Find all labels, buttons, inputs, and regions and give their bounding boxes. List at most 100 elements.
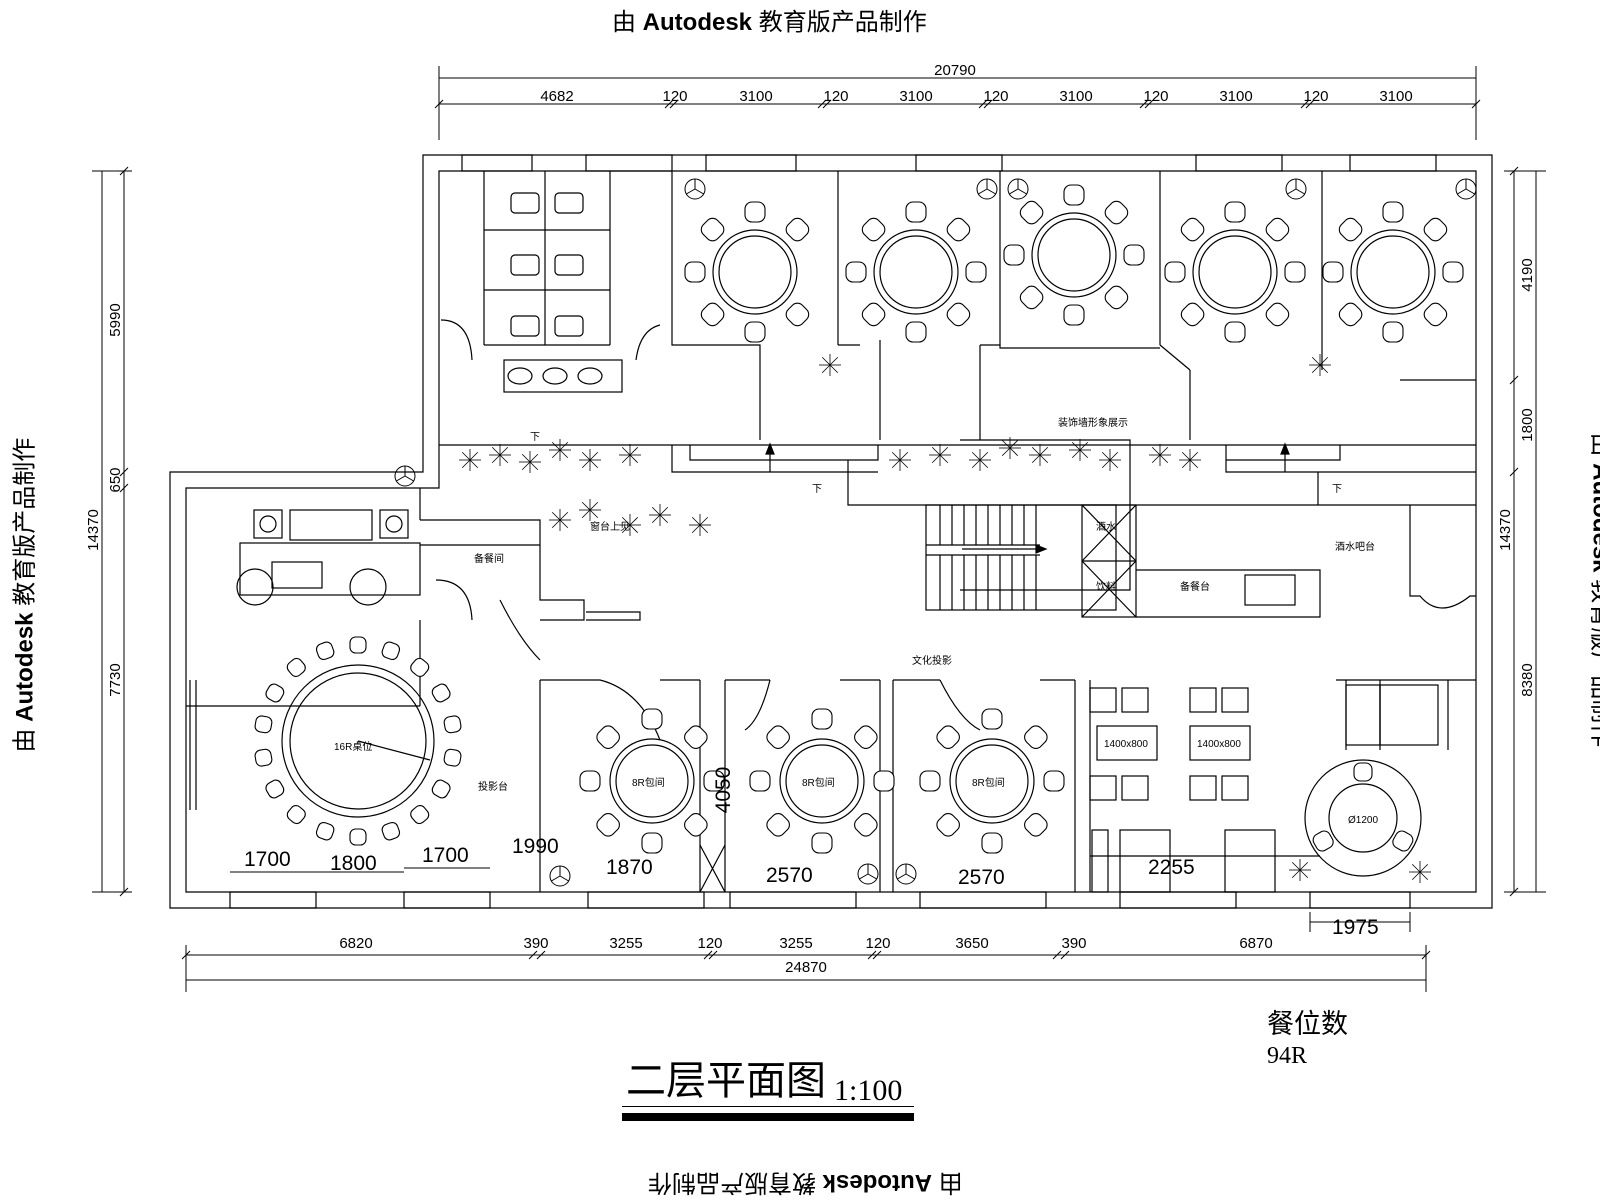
ceiling-fan-blade bbox=[560, 876, 569, 881]
label-culture: 文化投影 bbox=[912, 654, 952, 667]
dim-top-seg: 3100 bbox=[1379, 88, 1412, 105]
chair bbox=[285, 803, 308, 826]
chair bbox=[682, 811, 710, 839]
dim-inner: 2255 bbox=[1148, 856, 1195, 879]
chair bbox=[852, 723, 880, 751]
plant-icon bbox=[552, 512, 560, 520]
plant-icon bbox=[1320, 357, 1328, 365]
dim-inner: 4050 bbox=[712, 767, 735, 814]
plant-icon bbox=[1300, 862, 1308, 870]
chair bbox=[1064, 185, 1084, 205]
label-down: 下 bbox=[812, 484, 822, 495]
ceiling-fan-blade bbox=[551, 876, 560, 881]
plant-icon bbox=[1182, 452, 1190, 460]
dim-left-upper: 5990 bbox=[107, 303, 124, 336]
chair bbox=[783, 300, 811, 328]
round-table bbox=[1351, 230, 1435, 314]
dim-top-seg: 3100 bbox=[1219, 88, 1252, 105]
plant-icon bbox=[1190, 452, 1198, 460]
plant-icon bbox=[1010, 448, 1018, 456]
plant-icon bbox=[552, 520, 560, 528]
chair bbox=[430, 682, 452, 704]
dim-top-seg: 120 bbox=[1303, 88, 1328, 105]
plant-icon bbox=[630, 447, 638, 455]
dim-top-seg: 120 bbox=[983, 88, 1008, 105]
chair bbox=[254, 748, 273, 767]
chair bbox=[745, 202, 765, 222]
plant-icon bbox=[900, 452, 908, 460]
label-r8b: 8R包间 bbox=[802, 776, 835, 789]
plant-icon bbox=[652, 515, 660, 523]
window bbox=[916, 155, 1002, 171]
chair bbox=[920, 771, 940, 791]
chair bbox=[594, 723, 622, 751]
ceiling-fan-blade bbox=[1009, 189, 1018, 194]
plant-icon bbox=[560, 520, 568, 528]
plant-icon bbox=[630, 455, 638, 463]
chair bbox=[859, 300, 887, 328]
chair bbox=[982, 709, 1002, 729]
plant-icon bbox=[492, 447, 500, 455]
dim-left-lower: 7730 bbox=[107, 663, 124, 696]
dim-bottom-seg: 6870 bbox=[1239, 935, 1272, 952]
ceiling-fan-blade bbox=[868, 874, 877, 879]
plant-icon bbox=[500, 455, 508, 463]
plant-icon bbox=[1292, 862, 1300, 870]
window bbox=[1120, 892, 1236, 908]
chair bbox=[1178, 300, 1206, 328]
chair bbox=[1004, 245, 1024, 265]
chair bbox=[682, 723, 710, 751]
plant-icon bbox=[622, 447, 630, 455]
ceiling-fan-blade bbox=[1466, 189, 1475, 194]
chair bbox=[1285, 262, 1305, 282]
dim-bottom-seg: 3255 bbox=[609, 935, 642, 952]
chair bbox=[1064, 305, 1084, 325]
ceiling-fan-blade bbox=[859, 874, 868, 879]
chair bbox=[381, 821, 402, 842]
plant-icon bbox=[590, 510, 598, 518]
chair bbox=[1263, 300, 1291, 328]
dim-bottom-overall: 24870 bbox=[785, 959, 827, 976]
window bbox=[1196, 155, 1282, 171]
plant-icon bbox=[932, 455, 940, 463]
chair bbox=[764, 811, 792, 839]
dim-inner: 1700 bbox=[244, 848, 291, 871]
plant-icon bbox=[1320, 365, 1328, 373]
ceiling-fan-blade bbox=[1296, 189, 1305, 194]
plant-icon bbox=[1102, 460, 1110, 468]
window bbox=[1350, 155, 1436, 171]
plant-icon bbox=[700, 517, 708, 525]
plant-icon bbox=[1312, 357, 1320, 365]
chair bbox=[350, 637, 366, 653]
window bbox=[920, 892, 1046, 908]
chair bbox=[1263, 215, 1291, 243]
dim-top-seg: 120 bbox=[662, 88, 687, 105]
chair bbox=[408, 656, 431, 679]
chair bbox=[1044, 771, 1064, 791]
chair bbox=[1022, 811, 1050, 839]
label-window: 窗台上见 bbox=[590, 520, 630, 533]
chair bbox=[764, 723, 792, 751]
dim-top-seg: 120 bbox=[823, 88, 848, 105]
plant-icon bbox=[560, 450, 568, 458]
dim-bottom-seg: 6820 bbox=[339, 935, 372, 952]
chair bbox=[315, 641, 336, 662]
chair bbox=[430, 778, 452, 800]
plant-icon bbox=[1182, 460, 1190, 468]
chair bbox=[1383, 202, 1403, 222]
dim-bottom-seg: 3650 bbox=[955, 935, 988, 952]
plant-icon bbox=[552, 450, 560, 458]
label-r8a: 8R包间 bbox=[632, 776, 665, 789]
plant-icon bbox=[830, 365, 838, 373]
chair bbox=[1017, 198, 1045, 226]
plant-icon bbox=[492, 455, 500, 463]
chair bbox=[1421, 215, 1449, 243]
plant-icon bbox=[1190, 460, 1198, 468]
dim-bottom-seg: 390 bbox=[1061, 935, 1086, 952]
ceiling-fan-blade bbox=[978, 189, 987, 194]
dim-top-seg: 4682 bbox=[540, 88, 573, 105]
plant-icon bbox=[1032, 447, 1040, 455]
chair bbox=[1225, 202, 1245, 222]
chair bbox=[1421, 300, 1449, 328]
plant-icon bbox=[1040, 447, 1048, 455]
